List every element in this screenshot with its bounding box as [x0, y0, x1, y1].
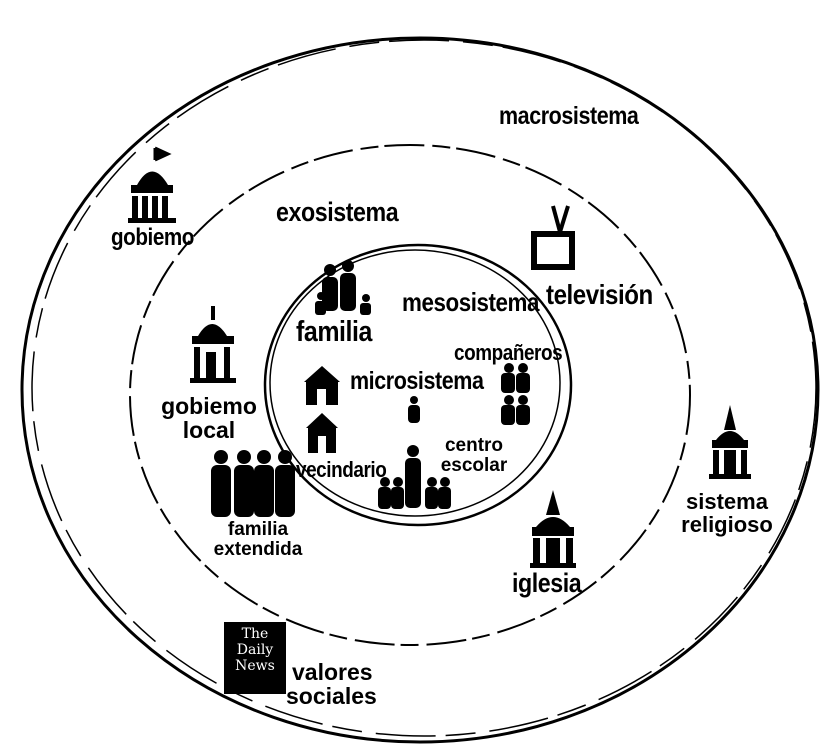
label-gobierno-local-line1: gobiemo — [161, 393, 257, 419]
family-icon — [211, 450, 295, 517]
label-familia-extendida-line2: extendida — [213, 538, 303, 560]
label-gobierno: gobiemo — [111, 224, 194, 251]
label-vecindario: vecindario — [296, 457, 387, 482]
label-centro-escolar-line2: escolar — [440, 454, 508, 476]
label-exosistema: exosistema — [276, 197, 399, 227]
church-icon — [709, 405, 751, 479]
label-microsistema: microsistema — [350, 367, 484, 395]
macrosistema-ring — [20, 36, 820, 744]
label-familia: familia — [296, 316, 373, 348]
label-centro-escolar-line1: centro — [444, 435, 504, 456]
people-icon — [378, 445, 451, 509]
tv-icon — [531, 205, 575, 270]
label-valores-sociales-line1: valores — [292, 659, 373, 685]
label-familia-extendida-line1: familia — [227, 519, 289, 540]
label-sistema-religioso-line2: religioso — [681, 512, 773, 538]
label-iglesia: iglesia — [512, 568, 582, 598]
house-icon — [304, 366, 340, 405]
capitol-icon — [128, 146, 176, 223]
house-icon — [306, 413, 338, 453]
label-centro-escolar: centro escolar — [424, 436, 524, 476]
newspaper-line: The — [241, 626, 269, 642]
label-sistema-religioso: sistema religioso — [664, 490, 790, 536]
label-gobierno-local: gobiemo local — [152, 394, 266, 442]
label-television: televisión — [546, 279, 653, 310]
label-gobierno-local-line2: local — [182, 417, 236, 444]
label-familia-extendida: familia extendida — [202, 520, 314, 560]
mesosistema-ring-inner — [269, 249, 561, 517]
person-icon — [408, 396, 420, 423]
exosistema-ring — [129, 144, 691, 646]
label-mesosistema: mesosistema — [402, 287, 539, 317]
church-icon — [530, 490, 576, 568]
macrosistema-ring-inner-stroke — [31, 39, 817, 737]
newspaper-line: News — [235, 658, 275, 674]
newspaper-icon: The Daily News — [224, 622, 286, 694]
mesosistema-ring — [263, 243, 573, 527]
family-icon — [315, 260, 371, 315]
newspaper-line: Daily — [236, 642, 274, 658]
label-macrosistema: macrosistema — [499, 102, 639, 130]
people-icon — [501, 363, 530, 425]
label-companeros: compañeros — [454, 340, 563, 365]
capitol-icon — [190, 306, 236, 383]
label-valores-sociales-line2: sociales — [286, 683, 377, 710]
label-valores-sociales: valores sociales — [286, 660, 398, 708]
label-sistema-religioso-line1: sistema — [686, 489, 768, 514]
